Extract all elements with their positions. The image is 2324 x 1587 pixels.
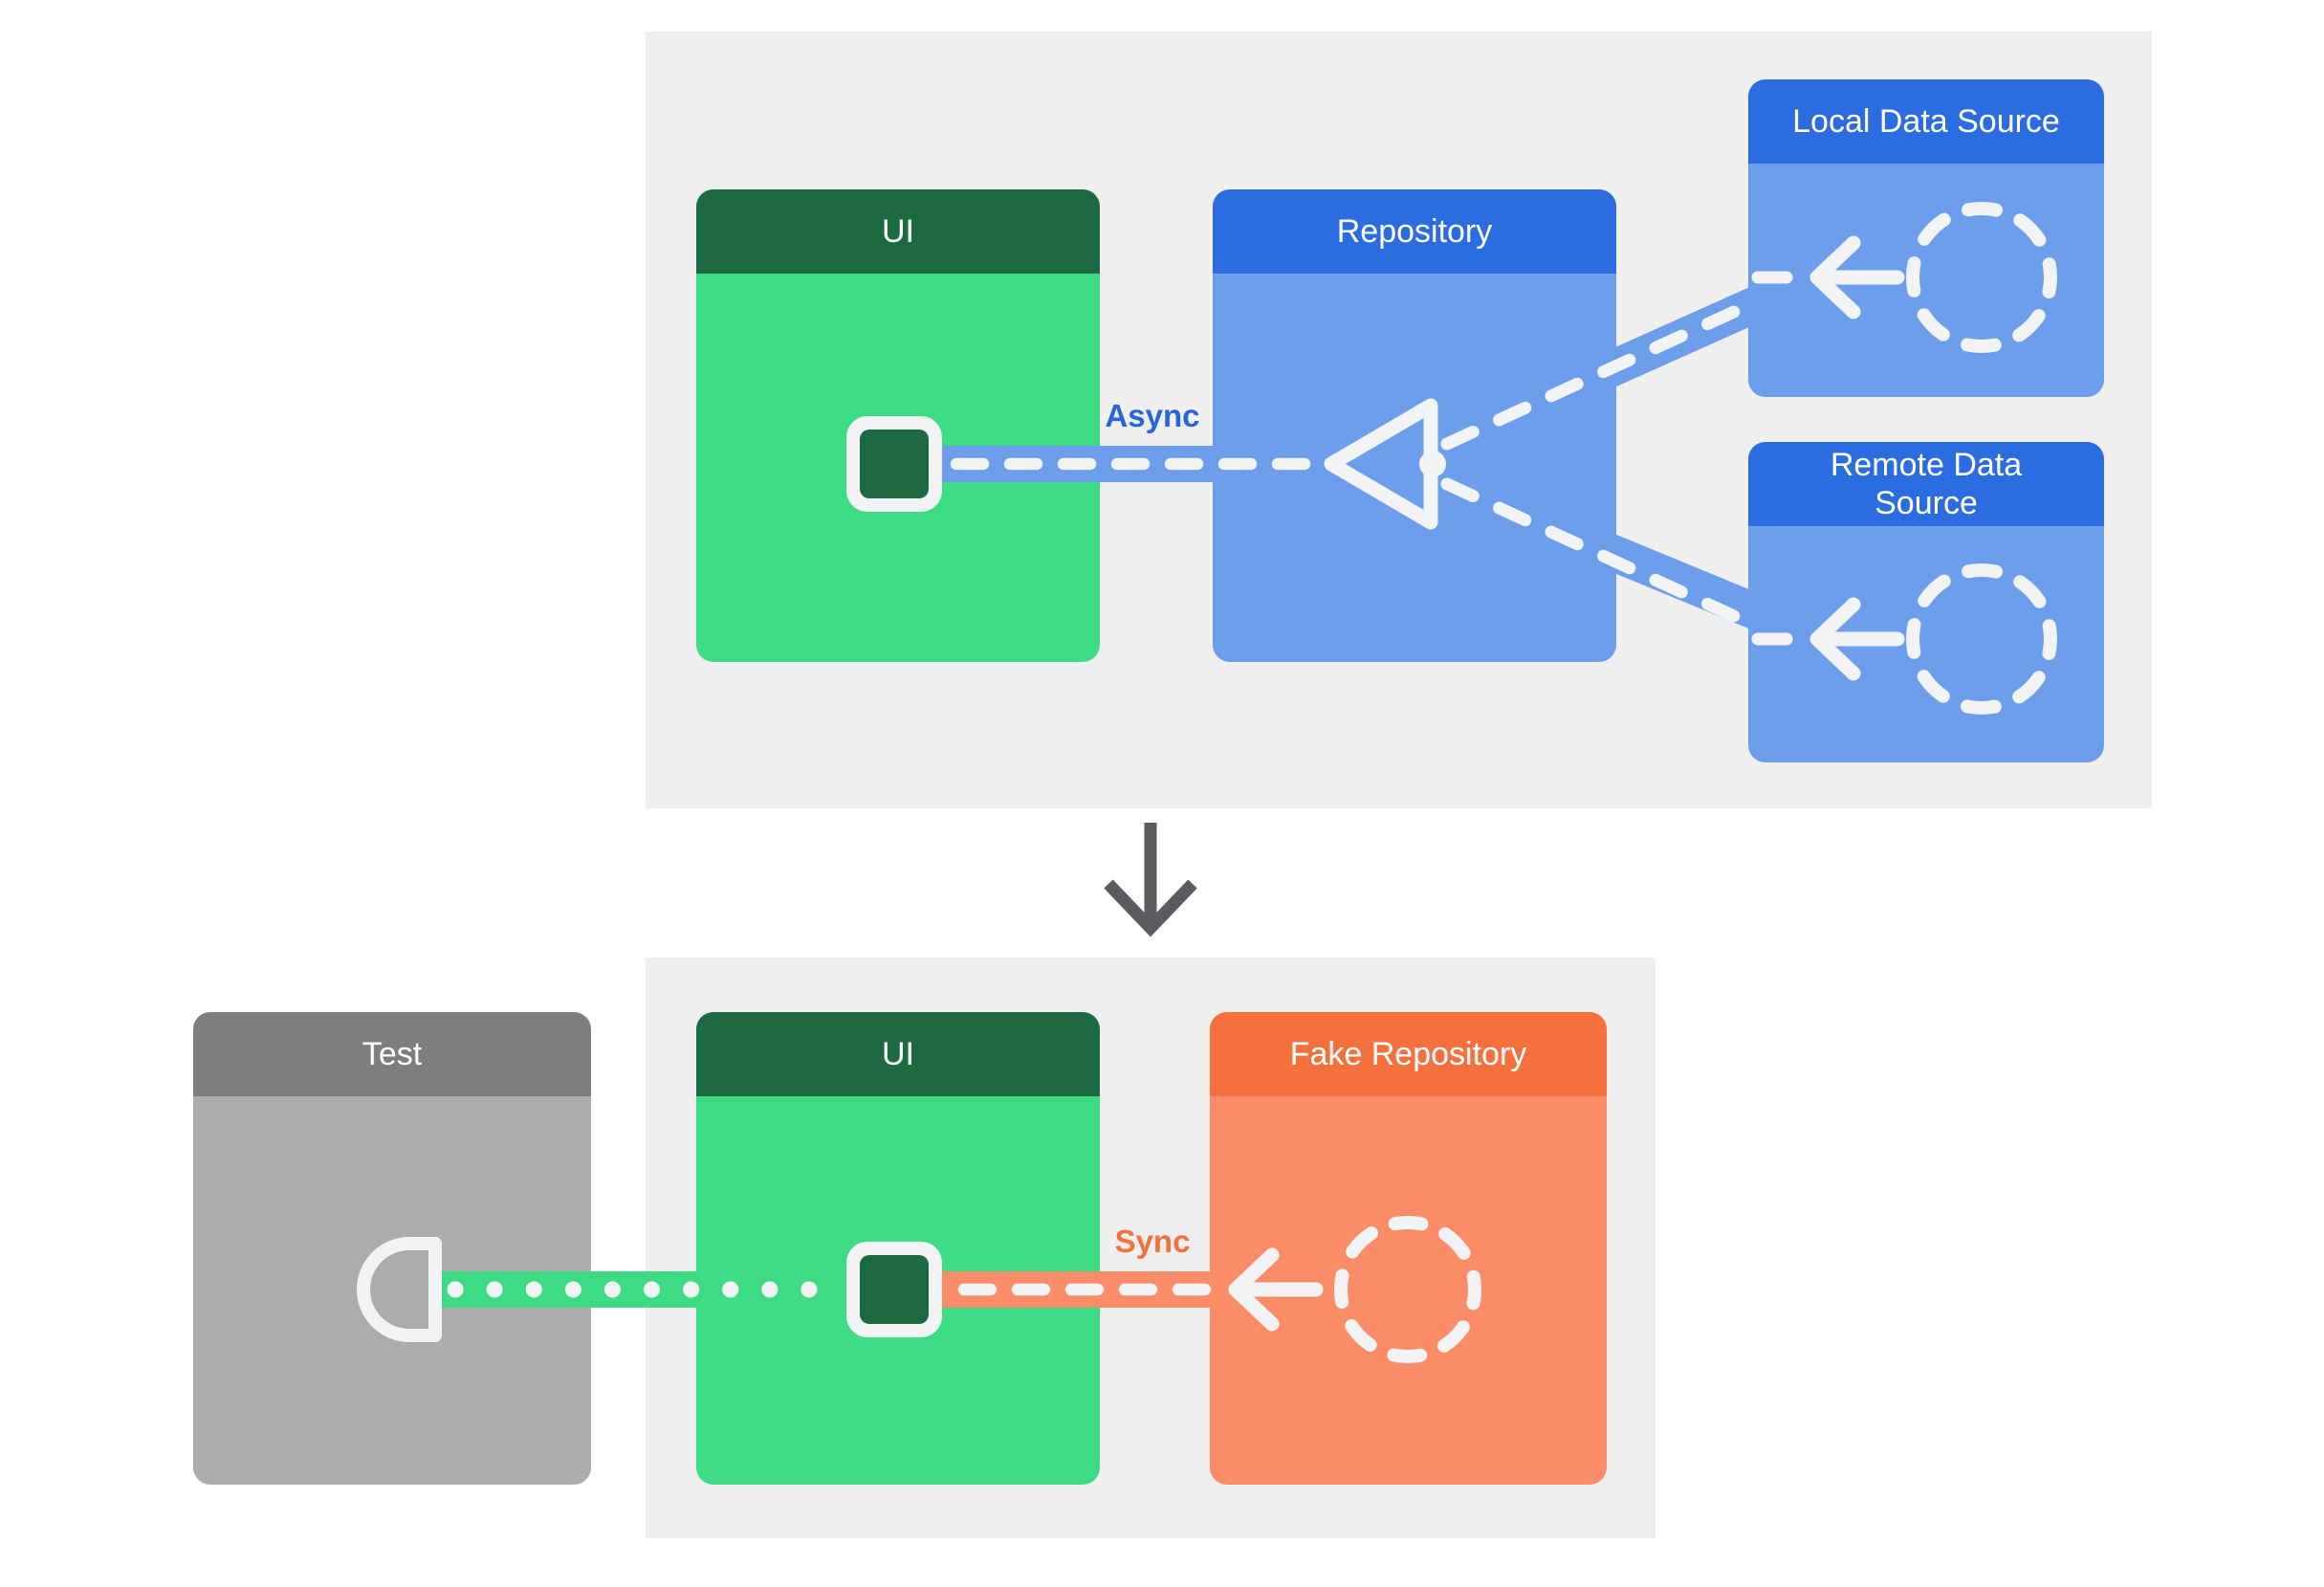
card-fake-repository-header: Fake Repository (1210, 1012, 1607, 1096)
card-remote-data-source: Remote Data Source (1748, 442, 2104, 762)
card-ui-bottom: UI (696, 1012, 1100, 1485)
card-test-header: Test (193, 1012, 591, 1096)
card-test: Test (193, 1012, 591, 1485)
card-ui-top-header: UI (696, 189, 1100, 274)
card-local-data-source-header: Local Data Source (1748, 79, 2104, 164)
card-ui-top: UI (696, 189, 1100, 662)
card-ui-bottom-header: UI (696, 1012, 1100, 1096)
card-fake-repository-title: Fake Repository (1289, 1036, 1527, 1072)
card-local-data-source: Local Data Source (1748, 79, 2104, 397)
sync-label: Sync (1114, 1223, 1191, 1259)
card-repository: Repository (1213, 189, 1616, 662)
card-ui-top-title: UI (882, 213, 914, 250)
card-remote-data-source-header: Remote Data Source (1748, 442, 2104, 526)
down-arrow-icon (1104, 823, 1197, 937)
card-remote-data-source-title: Remote Data Source (1830, 447, 2023, 521)
card-local-data-source-title: Local Data Source (1792, 103, 2060, 140)
card-ui-bottom-title: UI (882, 1036, 914, 1072)
card-repository-title: Repository (1336, 213, 1493, 250)
card-repository-header: Repository (1213, 189, 1616, 274)
async-label: Async (1105, 398, 1200, 433)
card-fake-repository: Fake Repository (1210, 1012, 1607, 1485)
card-test-title: Test (362, 1036, 423, 1072)
